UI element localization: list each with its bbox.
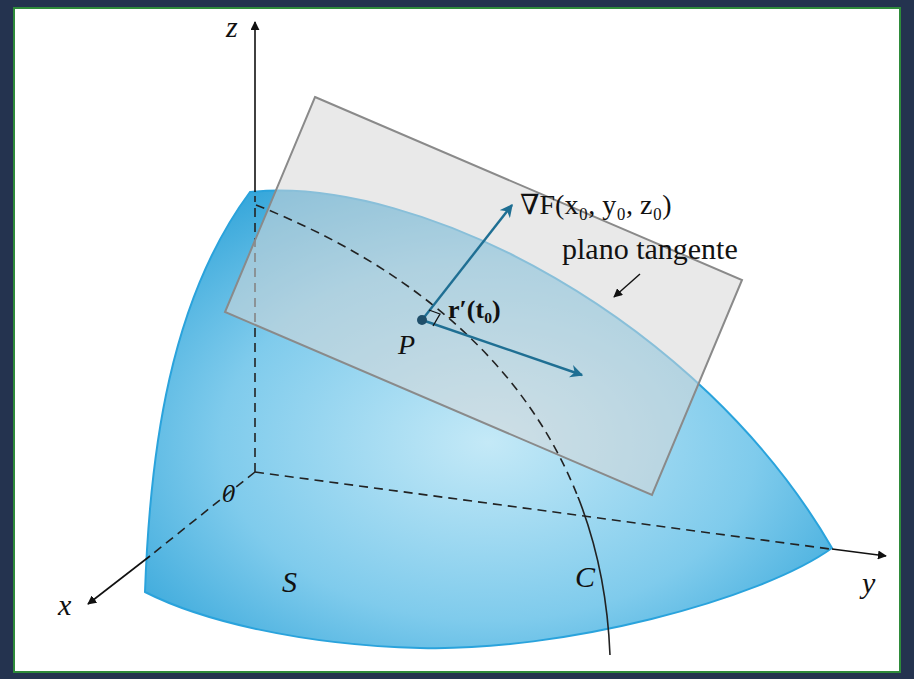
x-axis: [88, 556, 150, 604]
vector-label: r′(t₀): [448, 296, 501, 325]
axis-label: z: [226, 10, 238, 43]
z-axis: [254, 22, 256, 192]
axis-label: y: [862, 566, 875, 599]
panel: [14, 8, 900, 672]
y-axis-hidden: [255, 472, 830, 549]
tangent-plane: [225, 97, 742, 495]
point-label: P: [398, 330, 415, 361]
surface-label: S: [282, 565, 297, 598]
plane-label: plano tangente: [562, 232, 738, 265]
curve-solid: [256, 497, 610, 655]
curve-label: C: [575, 560, 595, 593]
gradient-label: ∇F(x₀, y₀, z₀): [520, 190, 671, 221]
curve-dashed: [256, 205, 610, 497]
tangent-vector: [422, 320, 582, 375]
point-p: [417, 315, 427, 325]
right-angle-mark: [429, 310, 440, 326]
plane-leader: [614, 274, 640, 297]
x-axis-hidden: [150, 472, 255, 556]
axes: [88, 22, 886, 604]
origin-label: 0: [222, 480, 235, 509]
axis-label: x: [58, 588, 71, 621]
y-axis: [832, 549, 886, 556]
